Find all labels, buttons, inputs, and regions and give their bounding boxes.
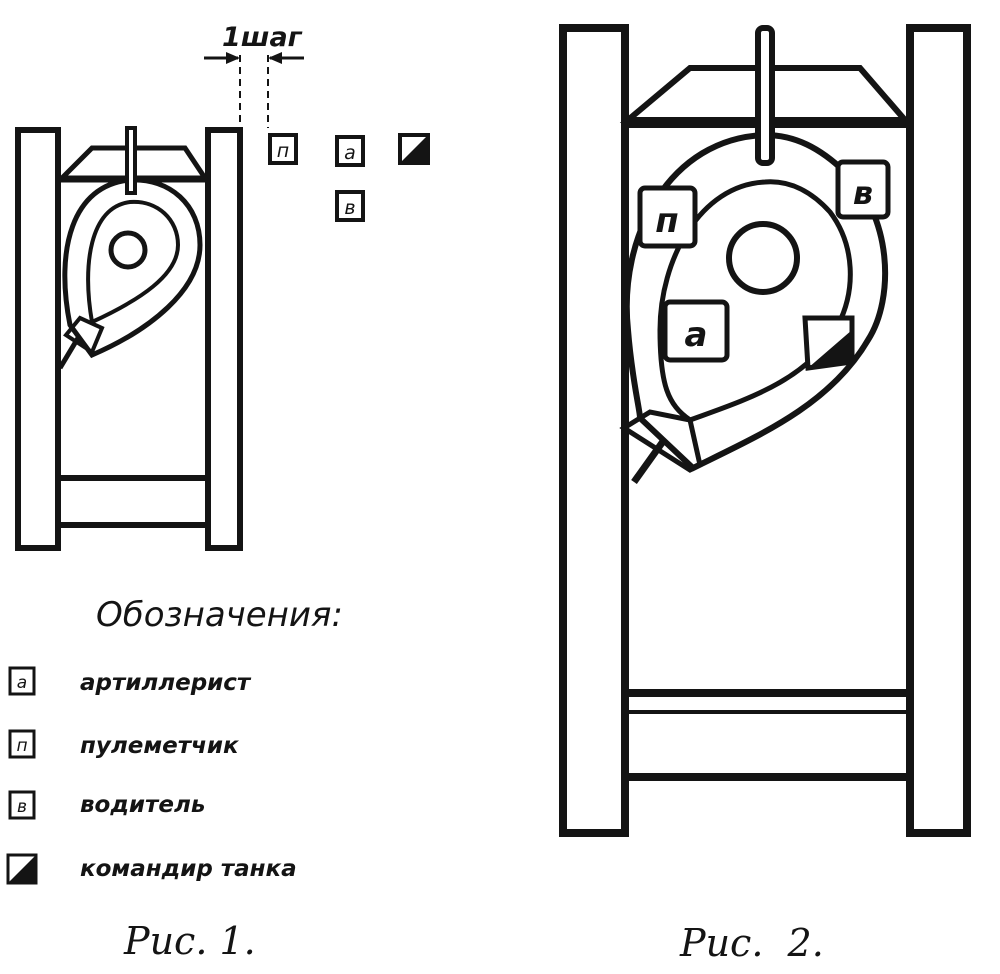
legend-label-driver: водитель [80,792,205,818]
fig2-rear-mg [631,437,667,485]
marker-box-artilleryman [335,135,365,167]
legend-title: Обозначения: [96,595,343,635]
marker-box-machine-gunner [268,133,298,165]
step-label: 1шаг [222,22,303,53]
legend-box-driver [8,790,36,820]
fig2-crew-driver: в [853,174,873,212]
fig1-rear-mg [57,336,81,370]
fig1-turret-outer [62,177,203,359]
marker-artilleryman: а [344,142,356,164]
legend-box-artilleryman [8,666,36,696]
fig2-right-track [906,24,971,837]
fig2-left-track [559,24,629,837]
marker-machine-gunner: п [277,140,289,162]
fig2-crew-artilleryman: а [685,315,708,355]
fig1-turret-inner [86,199,181,325]
legend-tank-commander-icon [6,853,38,885]
legend-label-artilleryman: артиллерист [80,670,252,696]
fig2-rear-block [619,409,703,473]
legend-box-machine-gunner [8,729,36,759]
fig2-front-armor [619,65,912,123]
marker-box-driver [335,190,365,222]
legend-symbol-machine-gunner: п [16,736,27,756]
legend-symbol-driver: в [17,797,27,817]
fig2-caption: Рис. 2. [679,921,824,965]
figure-1 [15,126,243,551]
fig2-box-artilleryman [662,299,730,363]
fig2-hatch [726,221,800,295]
fig2-box-driver [835,159,891,220]
step-arrowhead-right [268,52,282,64]
step-arrowhead-left [226,52,240,64]
fig2-gun-barrel [755,25,775,166]
fig2-box-machine-gunner [637,185,698,249]
fig2-tank-commander-icon [802,315,855,371]
legend-symbol-artilleryman: а [17,673,27,693]
fig1-left-track [15,127,61,551]
legend: Обозначения: а артиллерист п пулеметчик … [6,595,343,885]
fig1-caption: Рис. 1. [123,919,256,963]
marker-tank-commander-icon [398,133,430,165]
fig1-gun-barrel [125,126,137,195]
step-indicator: 1шаг [204,22,304,128]
fig1-rear-block [63,315,105,355]
figure-2: п в а [559,24,971,837]
legend-label-tank-commander: командир танка [80,856,297,882]
fig1-hatch [108,230,148,270]
fig1-front-armor [55,145,210,181]
fig2-turret-inner [657,179,853,423]
fig1-crew-markers: п а в [268,133,430,222]
fig2-crew-machine-gunner: п [655,201,679,241]
marker-driver: в [344,197,355,219]
fig1-right-track [205,127,243,551]
legend-label-machine-gunner: пулеметчик [80,733,240,759]
